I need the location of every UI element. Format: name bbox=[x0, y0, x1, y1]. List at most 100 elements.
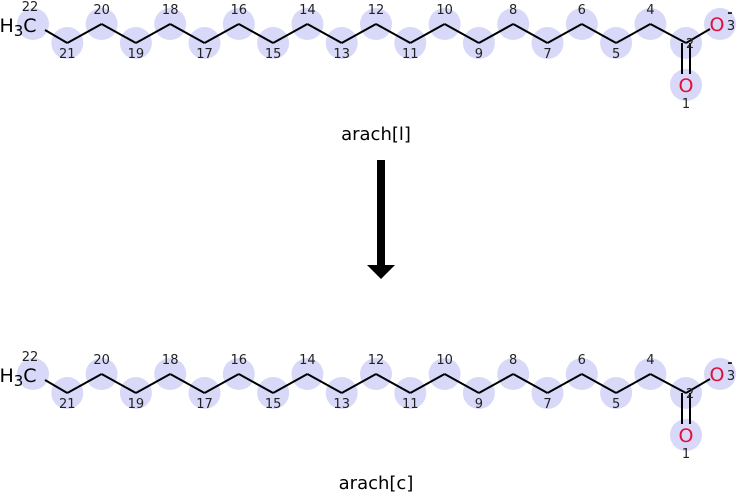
single-bond bbox=[478, 23, 514, 44]
single-bond bbox=[204, 23, 240, 44]
single-bond bbox=[135, 373, 171, 394]
methyl-label: H3C bbox=[0, 15, 37, 40]
atom-number: 12 bbox=[368, 353, 385, 368]
single-bond bbox=[685, 28, 711, 44]
atom-number: 15 bbox=[265, 47, 282, 62]
atom-number: 11 bbox=[402, 397, 419, 412]
atom-number: 3 bbox=[727, 19, 735, 34]
reactant-name: arach[l] bbox=[341, 124, 411, 145]
atom-number: 9 bbox=[475, 397, 483, 412]
single-bond bbox=[615, 373, 651, 394]
bonds bbox=[44, 23, 711, 74]
single-bond bbox=[66, 23, 103, 44]
atom-number: 18 bbox=[162, 3, 179, 18]
single-bond bbox=[238, 373, 274, 394]
methyl-label: H3C bbox=[0, 365, 37, 390]
atom-number: 22 bbox=[22, 350, 39, 365]
single-bond bbox=[306, 23, 343, 44]
atom-number: 21 bbox=[59, 397, 76, 412]
single-bond bbox=[615, 23, 651, 44]
negative-charge: - bbox=[727, 356, 732, 371]
atom-number: 3 bbox=[727, 369, 735, 384]
atom-number: 16 bbox=[231, 353, 248, 368]
atom-number: 19 bbox=[128, 397, 145, 412]
atom-highlights bbox=[17, 358, 736, 451]
single-bond bbox=[581, 23, 617, 44]
single-bond bbox=[101, 373, 137, 394]
negative-charge: - bbox=[727, 6, 732, 21]
single-bond bbox=[581, 373, 617, 394]
atom-number: 12 bbox=[368, 3, 385, 18]
atom-number: 19 bbox=[128, 47, 145, 62]
atom-number: 1 bbox=[682, 447, 690, 462]
atom-number: 20 bbox=[93, 353, 110, 368]
atom-number: 14 bbox=[299, 3, 316, 18]
single-bond bbox=[512, 23, 548, 44]
atom-number: 5 bbox=[612, 47, 620, 62]
atom-highlight bbox=[17, 358, 49, 390]
oxygen-atom: O bbox=[710, 364, 725, 386]
atom-number: 13 bbox=[333, 47, 350, 62]
atom-number: 7 bbox=[543, 47, 551, 62]
single-bond bbox=[341, 373, 377, 394]
oxygen-atom: O bbox=[679, 425, 694, 447]
atom-highlight bbox=[704, 358, 736, 390]
single-bond bbox=[478, 373, 514, 394]
single-bond bbox=[169, 23, 205, 44]
bonds bbox=[44, 373, 711, 424]
atom-number: 6 bbox=[578, 3, 586, 18]
single-bond bbox=[409, 373, 446, 394]
single-bond bbox=[685, 378, 711, 394]
single-bond bbox=[444, 373, 480, 394]
atom-highlights bbox=[17, 8, 736, 101]
single-bond bbox=[66, 373, 103, 394]
atom-number: 8 bbox=[509, 3, 517, 18]
atom-highlight bbox=[704, 8, 736, 40]
single-bond bbox=[409, 23, 446, 44]
atom-number: 4 bbox=[646, 3, 654, 18]
atom-number: 2 bbox=[686, 37, 694, 52]
atom-highlight bbox=[670, 419, 702, 451]
oxygen-atom: O bbox=[710, 14, 725, 36]
single-bond bbox=[44, 379, 68, 394]
single-bond bbox=[272, 373, 308, 394]
atom-number: 5 bbox=[612, 397, 620, 412]
single-bond bbox=[547, 23, 583, 44]
single-bond bbox=[649, 23, 687, 44]
reaction-arrow bbox=[367, 160, 395, 279]
atom-number: 17 bbox=[196, 47, 213, 62]
atom-number: 16 bbox=[231, 3, 248, 18]
atom-number: 8 bbox=[509, 353, 517, 368]
single-bond bbox=[375, 23, 411, 44]
atom-number: 6 bbox=[578, 353, 586, 368]
single-bond bbox=[512, 373, 548, 394]
atom-number: 17 bbox=[196, 397, 213, 412]
single-bond bbox=[44, 29, 68, 44]
atom-number: 11 bbox=[402, 47, 419, 62]
single-bond bbox=[547, 373, 583, 394]
atom-highlight bbox=[17, 8, 49, 40]
single-bond bbox=[272, 23, 308, 44]
atom-number: 2 bbox=[686, 387, 694, 402]
atom-number: 20 bbox=[93, 3, 110, 18]
atom-number: 15 bbox=[265, 397, 282, 412]
single-bond bbox=[649, 373, 687, 394]
product-name: arach[c] bbox=[339, 473, 414, 492]
single-bond bbox=[341, 23, 377, 44]
atom-number: 13 bbox=[333, 397, 350, 412]
single-bond bbox=[238, 23, 274, 44]
atom-number: 1 bbox=[682, 97, 690, 112]
single-bond bbox=[375, 373, 411, 394]
single-bond bbox=[101, 23, 137, 44]
atom-number: 7 bbox=[543, 397, 551, 412]
atom-number: 10 bbox=[436, 353, 453, 368]
atom-number: 9 bbox=[475, 47, 483, 62]
oxygen-atom: O bbox=[679, 75, 694, 97]
single-bond bbox=[444, 23, 480, 44]
atom-highlight bbox=[670, 69, 702, 101]
atom-number: 14 bbox=[299, 353, 316, 368]
single-bond bbox=[204, 373, 240, 394]
